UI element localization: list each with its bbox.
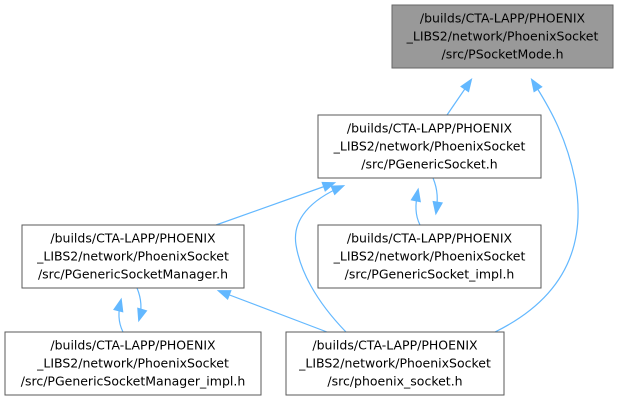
node-pgenericsocketmanager[interactable]: /builds/CTA-LAPP/PHOENIX _LIBS2/network/P…: [21, 224, 245, 289]
node-label-line: /src/PGenericSocket_impl.h: [345, 267, 515, 282]
edge-pgenericsocket-impl-to-pgenericsocket: [410, 187, 421, 226]
node-label-line: _LIBS2/network/PhoenixSocket: [36, 249, 229, 264]
node-box: [317, 224, 542, 289]
node-psocketmode: /builds/CTA-LAPP/PHOENIX _LIBS2/network/P…: [391, 4, 614, 69]
edge-phoenix-socket-to-psocketmode: [494, 77, 579, 333]
node-label-line: /src/PSocketMode.h: [441, 47, 563, 62]
node-label-line: _LIBS2/network/PhoenixSocket: [36, 356, 229, 371]
node-phoenix-socket[interactable]: /builds/CTA-LAPP/PHOENIX _LIBS2/network/P…: [285, 331, 505, 396]
edge-pgenericsocket-to-pgenericsocket-impl: [432, 177, 444, 216]
node-box: [317, 114, 542, 179]
edge-pgenericsocket-to-psocketmode: [446, 78, 473, 116]
edge-pgenericsocketmanager-to-pgenericsocketmanager-impl: [136, 287, 148, 323]
node-label-line: _LIBS2/network/PhoenixSocket: [333, 249, 526, 264]
edge-phoenix-socket-to-pgenericsocket: [294, 185, 347, 333]
node-label-line: /builds/CTA-LAPP/PHOENIX: [50, 338, 216, 353]
edge-arrowhead: [330, 185, 346, 196]
node-label-line: /src/PGenericSocket.h: [361, 157, 497, 172]
node-label-line: /builds/CTA-LAPP/PHOENIX: [312, 338, 478, 353]
edge-line: [218, 290, 328, 333]
edge-line: [494, 79, 579, 333]
node-label-line: /builds/CTA-LAPP/PHOENIX: [347, 121, 513, 136]
edge-line: [294, 185, 347, 333]
node-label-line: /builds/CTA-LAPP/PHOENIX: [420, 11, 586, 26]
edge-arrowhead: [113, 297, 124, 313]
node-label-line: _LIBS2/network/PhoenixSocket: [333, 139, 526, 154]
edge-pgenericsocketmanager-to-pgenericsocket: [215, 181, 337, 226]
edge-arrowhead: [432, 200, 444, 216]
edge-line: [215, 182, 335, 226]
node-box: [285, 331, 505, 396]
edge-arrowhead: [137, 307, 148, 323]
edges-layer: [113, 77, 579, 333]
node-box: [21, 224, 245, 289]
node-label-line: /src/phoenix_socket.h: [327, 374, 462, 389]
node-box: [4, 331, 262, 396]
edge-arrowhead: [460, 78, 473, 93]
node-pgenericsocketmanager-impl[interactable]: /builds/CTA-LAPP/PHOENIX _LIBS2/network/P…: [4, 331, 262, 396]
edge-phoenix-socket-to-pgenericsocketmanager: [216, 290, 328, 333]
nodes-layer: /builds/CTA-LAPP/PHOENIX _LIBS2/network/P…: [4, 4, 614, 396]
node-label-line: _LIBS2/network/PhoenixSocket: [298, 356, 491, 371]
edge-arrowhead: [321, 181, 337, 192]
node-label-line: _LIBS2/network/PhoenixSocket: [406, 29, 599, 44]
edge-arrowhead: [530, 77, 543, 93]
edge-arrowhead: [216, 290, 232, 301]
node-label-line: /src/PGenericSocketManager.h: [38, 267, 228, 282]
edge-arrowhead: [410, 187, 421, 203]
node-pgenericsocket-impl[interactable]: /builds/CTA-LAPP/PHOENIX _LIBS2/network/P…: [317, 224, 542, 289]
edge-pgenericsocketmanager-impl-to-pgenericsocketmanager: [113, 297, 124, 333]
node-label-line: /builds/CTA-LAPP/PHOENIX: [50, 231, 216, 246]
node-label-line: /src/PGenericSocketManager_impl.h: [21, 374, 246, 389]
node-pgenericsocket[interactable]: /builds/CTA-LAPP/PHOENIX _LIBS2/network/P…: [317, 114, 542, 179]
node-box: [391, 4, 614, 69]
node-label-line: /builds/CTA-LAPP/PHOENIX: [347, 231, 513, 246]
